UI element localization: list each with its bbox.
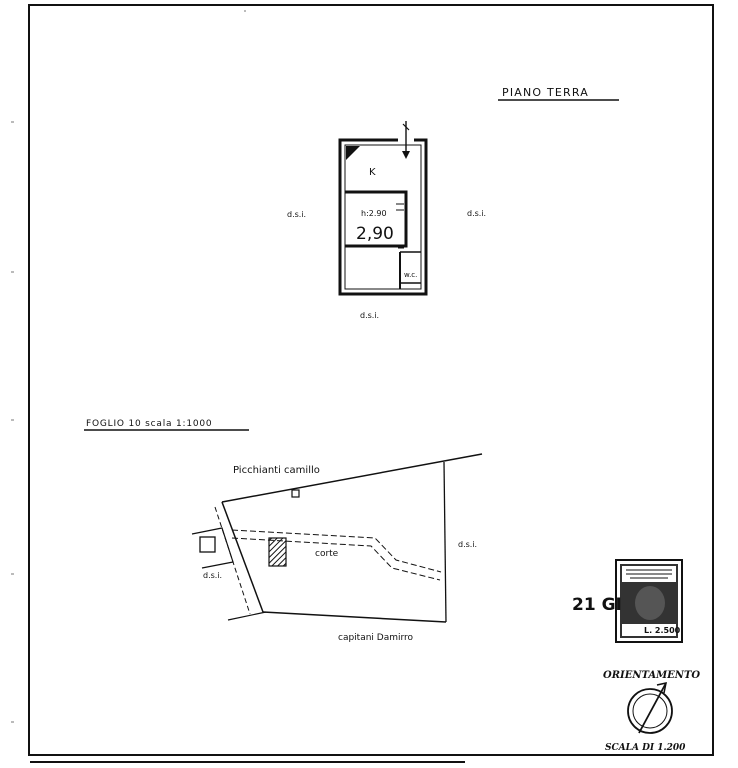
- room-height-value: 2,90: [356, 224, 394, 244]
- building-footprint-hatched: [268, 537, 287, 567]
- compass-icon: [627, 682, 673, 734]
- neighbor-label-right: d.s.i.: [467, 209, 486, 218]
- room-height-label: h:2.90: [361, 209, 387, 218]
- wc-label: w.c.: [404, 271, 417, 279]
- neighbor-label-bottom: d.s.i.: [360, 311, 379, 320]
- west-building-square: [199, 536, 216, 553]
- owner-south-label: capitani Damirro: [338, 633, 414, 643]
- cadastral-map-title: FOGLIO 10 scala 1:1000: [86, 419, 212, 429]
- neighbor-label-left: d.s.i.: [287, 210, 306, 219]
- sheet-border: [28, 4, 714, 756]
- court-label: corte: [315, 549, 339, 559]
- drawing-scale-label: SCALA DI 1.200: [605, 743, 686, 753]
- orientation-label: ORIENTAMENTO: [603, 670, 700, 681]
- room-label-kitchen: K: [369, 167, 376, 178]
- date-stamp: 21 GI: [572, 595, 622, 615]
- svg-text:L. 2.500: L. 2.500: [644, 626, 681, 635]
- owner-north-label: Picchianti camillo: [233, 465, 320, 476]
- neighbor-label-east: d.s.i.: [458, 540, 477, 549]
- ground-floor-plan: [338, 121, 428, 296]
- chimney-corner: [346, 146, 360, 160]
- neighbor-label-west: d.s.i.: [203, 571, 222, 580]
- margin-ticks: [11, 10, 246, 723]
- ground-floor-title: PIANO TERRA: [502, 86, 589, 99]
- revenue-stamp: L. 2.500: [615, 559, 683, 643]
- cadastral-parcel-map: [191, 453, 483, 623]
